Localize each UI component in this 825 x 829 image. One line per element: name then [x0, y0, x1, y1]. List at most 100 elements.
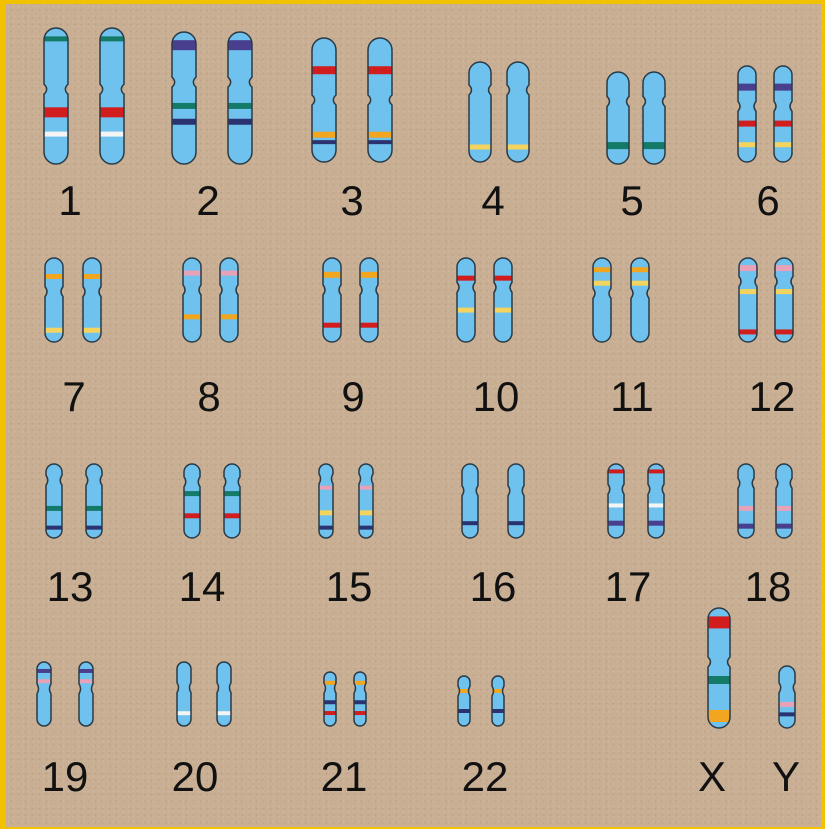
chromosome-12-b-band-3 [775, 329, 793, 334]
chromosome-16-b-body [508, 464, 524, 538]
chromosome-15-a-band-1 [319, 486, 333, 490]
chromosome-4-b [507, 62, 529, 162]
chromosome-9-a-body [323, 258, 341, 342]
chromosome-1-b-band-3 [100, 132, 124, 137]
chromosome-7-a-band-2 [45, 328, 63, 333]
chromosome-2-b-band-2 [228, 103, 252, 109]
chromosome-6-b-band-2 [774, 121, 792, 127]
chromosome-7-a-band-1 [45, 274, 63, 279]
chromosome-18-a [738, 464, 754, 538]
chromosome-6-a-band-3 [738, 142, 756, 147]
chromosome-6-b-band-1 [774, 84, 792, 91]
pair-label-22: 22 [440, 754, 530, 800]
karyotype-diagram [6, 4, 821, 827]
chromosome-8-b [220, 258, 238, 342]
pair-label-7: 7 [29, 374, 119, 420]
chromosome-12-a [739, 258, 757, 342]
chromosome-9-a-band-2 [323, 323, 341, 328]
chromosome-16-b [508, 464, 524, 538]
chromosome-19-b-band-1 [79, 669, 93, 673]
chromosome-13-b-band-1 [86, 506, 102, 511]
pair-label-10: 10 [451, 374, 541, 420]
chromosome-17-a-band-2 [608, 503, 624, 507]
chromosome-15-b-band-2 [359, 510, 373, 515]
chromosome-13-b [86, 464, 102, 538]
chromosome-21-b-band-3 [354, 711, 366, 715]
chromosome-18-b-band-2 [776, 524, 792, 529]
chromosome-21-b [354, 672, 366, 726]
chromosome-5-b-body [643, 72, 665, 164]
chromosome-21-a [324, 672, 336, 726]
chromosome-12-a-band-3 [739, 329, 757, 334]
chromosome-7-b-band-1 [83, 274, 101, 279]
chromosome-3-b [368, 38, 392, 162]
chromosome-21-b-band-1 [354, 681, 366, 685]
chromosome-2-b-band-3 [228, 119, 252, 125]
chromosome-8-b-body [220, 258, 238, 342]
chromosome-11-a-band-1 [593, 267, 611, 272]
chromosome-22-b-body [492, 676, 504, 726]
chromosome-17-a-body [608, 464, 624, 538]
chromosome-8-a-band-2 [183, 314, 201, 319]
chromosome-11-b-band-2 [631, 281, 649, 286]
pair-label-15: 15 [304, 564, 394, 610]
chromosome-17-b-body [648, 464, 664, 538]
chromosome-1-b-body [100, 28, 124, 164]
chromosome-20-a-band-1 [177, 711, 191, 715]
chromosome-15-a-band-3 [319, 526, 333, 530]
chromosome-7-b [83, 258, 101, 342]
chromosome-x-band-1 [708, 616, 730, 628]
chromosome-5-a-body [607, 72, 629, 164]
pair-label-6: 6 [723, 178, 813, 224]
chromosome-6-a [738, 66, 756, 162]
chromosome-10-b-band-2 [494, 308, 512, 313]
chromosome-16-b-band-1 [508, 521, 524, 525]
chromosome-12-b-band-1 [775, 265, 793, 271]
chromosome-7-a [45, 258, 63, 342]
chromosome-13-a [46, 464, 62, 538]
chromosome-x-band-2 [708, 676, 730, 684]
chromosome-5-a [607, 72, 629, 164]
chromosome-20-b [217, 662, 231, 726]
chromosome-3-b-band-3 [368, 140, 392, 144]
chromosome-1-b-band-1 [100, 36, 124, 41]
chromosome-22-a-body [458, 676, 470, 726]
sex-label-y: Y [741, 754, 825, 800]
chromosome-y-body [779, 666, 795, 728]
chromosome-2-b-body [228, 32, 252, 164]
chromosome-14-a [184, 464, 200, 538]
chromosome-6-a-band-2 [738, 121, 756, 127]
chromosome-12-b-band-2 [775, 289, 793, 294]
chromosome-x-band-3 [708, 710, 730, 722]
pair-label-21: 21 [299, 754, 389, 800]
chromosome-y [779, 666, 795, 728]
chromosome-21-a-body [324, 672, 336, 726]
chromosome-3-b-band-1 [368, 66, 392, 74]
chromosome-22-a-band-2 [458, 709, 470, 713]
chromosome-14-a-body [184, 464, 200, 538]
chromosome-15-b [359, 464, 373, 538]
chromosome-17-b-band-2 [648, 503, 664, 507]
chromosome-14-b-band-1 [224, 491, 240, 496]
chromosome-21-b-body [354, 672, 366, 726]
chromosome-22-b [492, 676, 504, 726]
chromosome-12-a-band-1 [739, 265, 757, 271]
karyotype-board: 1 2 3 4 5 6 7 8 9 10 11 12 13 14 15 16 1… [6, 4, 821, 827]
pair-label-12: 12 [727, 374, 817, 420]
chromosome-4-b-band-1 [507, 145, 529, 150]
chromosome-4-a-band-1 [469, 145, 491, 150]
chromosome-21-b-band-2 [354, 700, 366, 704]
chromosome-7-b-band-2 [83, 328, 101, 333]
chromosome-6-b [774, 66, 792, 162]
pair-label-16: 16 [448, 564, 538, 610]
chromosome-1-a-band-2 [44, 107, 68, 117]
chromosome-2-a-band-3 [172, 119, 196, 125]
chromosome-9-b-band-1 [360, 272, 378, 278]
chromosome-21-a-band-3 [324, 711, 336, 715]
chromosome-8-b-band-2 [220, 314, 238, 319]
chromosome-14-b-body [224, 464, 240, 538]
chromosome-21-a-band-2 [324, 700, 336, 704]
chromosome-20-a [177, 662, 191, 726]
chromosome-10-b [494, 258, 512, 342]
chromosome-22-a [458, 676, 470, 726]
